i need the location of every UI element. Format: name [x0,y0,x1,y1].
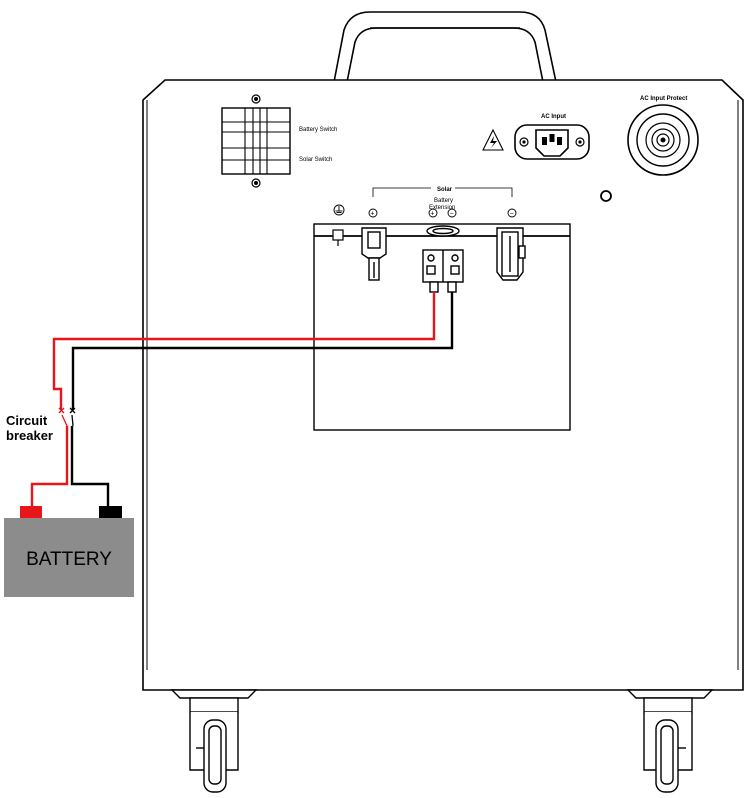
svg-text:+: + [370,211,374,218]
battery-extension-port[interactable] [426,225,460,237]
battery-extension-label-line1: Battery [434,198,453,204]
circuit-breaker-label-line2: breaker [6,428,53,443]
svg-text:+: + [430,211,434,218]
ac-input-socket[interactable] [514,124,590,160]
ground-screw[interactable] [332,229,344,246]
battery-extension-negative-symbol: − [447,208,457,218]
positive-wire [30,292,436,508]
right-caster-wheel [626,689,714,793]
battery-extension-positive-symbol: + [428,208,438,218]
left-caster-wheel [170,689,258,793]
circuit-breaker-symbol [58,407,76,427]
carry-handle [333,11,557,83]
solar-negative-connector[interactable] [496,227,526,281]
solar-label-backdrop [431,184,455,192]
battery-body [4,518,134,597]
solar-positive-symbol: + [368,208,378,218]
solar-switch-label: Solar Switch [299,157,332,163]
ac-input-label: AC Input [541,114,566,120]
mounting-hole [600,190,612,202]
battery-negative-terminal [99,506,122,518]
battery-label: BATTERY [26,549,112,570]
high-voltage-warning-icon [482,128,504,151]
negative-wire [70,292,454,508]
ground-icon [333,204,345,216]
battery-extension-label-line2: Extension [429,205,455,211]
battery-terminal-block[interactable] [422,249,464,293]
svg-text:−: − [450,211,454,218]
switch-panel [221,94,291,188]
battery-switch-label: Battery Switch [299,127,337,133]
svg-text:Solar Switch: Solar Switch [299,157,332,163]
svg-text:Battery Switch: Battery Switch [299,127,337,133]
inverter-cabinet [142,79,744,691]
solar-negative-symbol: − [507,208,517,218]
solar-label: Solar [437,187,453,193]
battery-positive-terminal [20,506,42,518]
ac-input-protect-breaker[interactable] [627,104,699,176]
solar-positive-connector[interactable] [361,227,387,281]
svg-text:−: − [510,211,514,218]
ac-input-protect-label: AC Input Protect [640,96,687,102]
circuit-breaker-label-line1: Circuit [6,413,48,428]
